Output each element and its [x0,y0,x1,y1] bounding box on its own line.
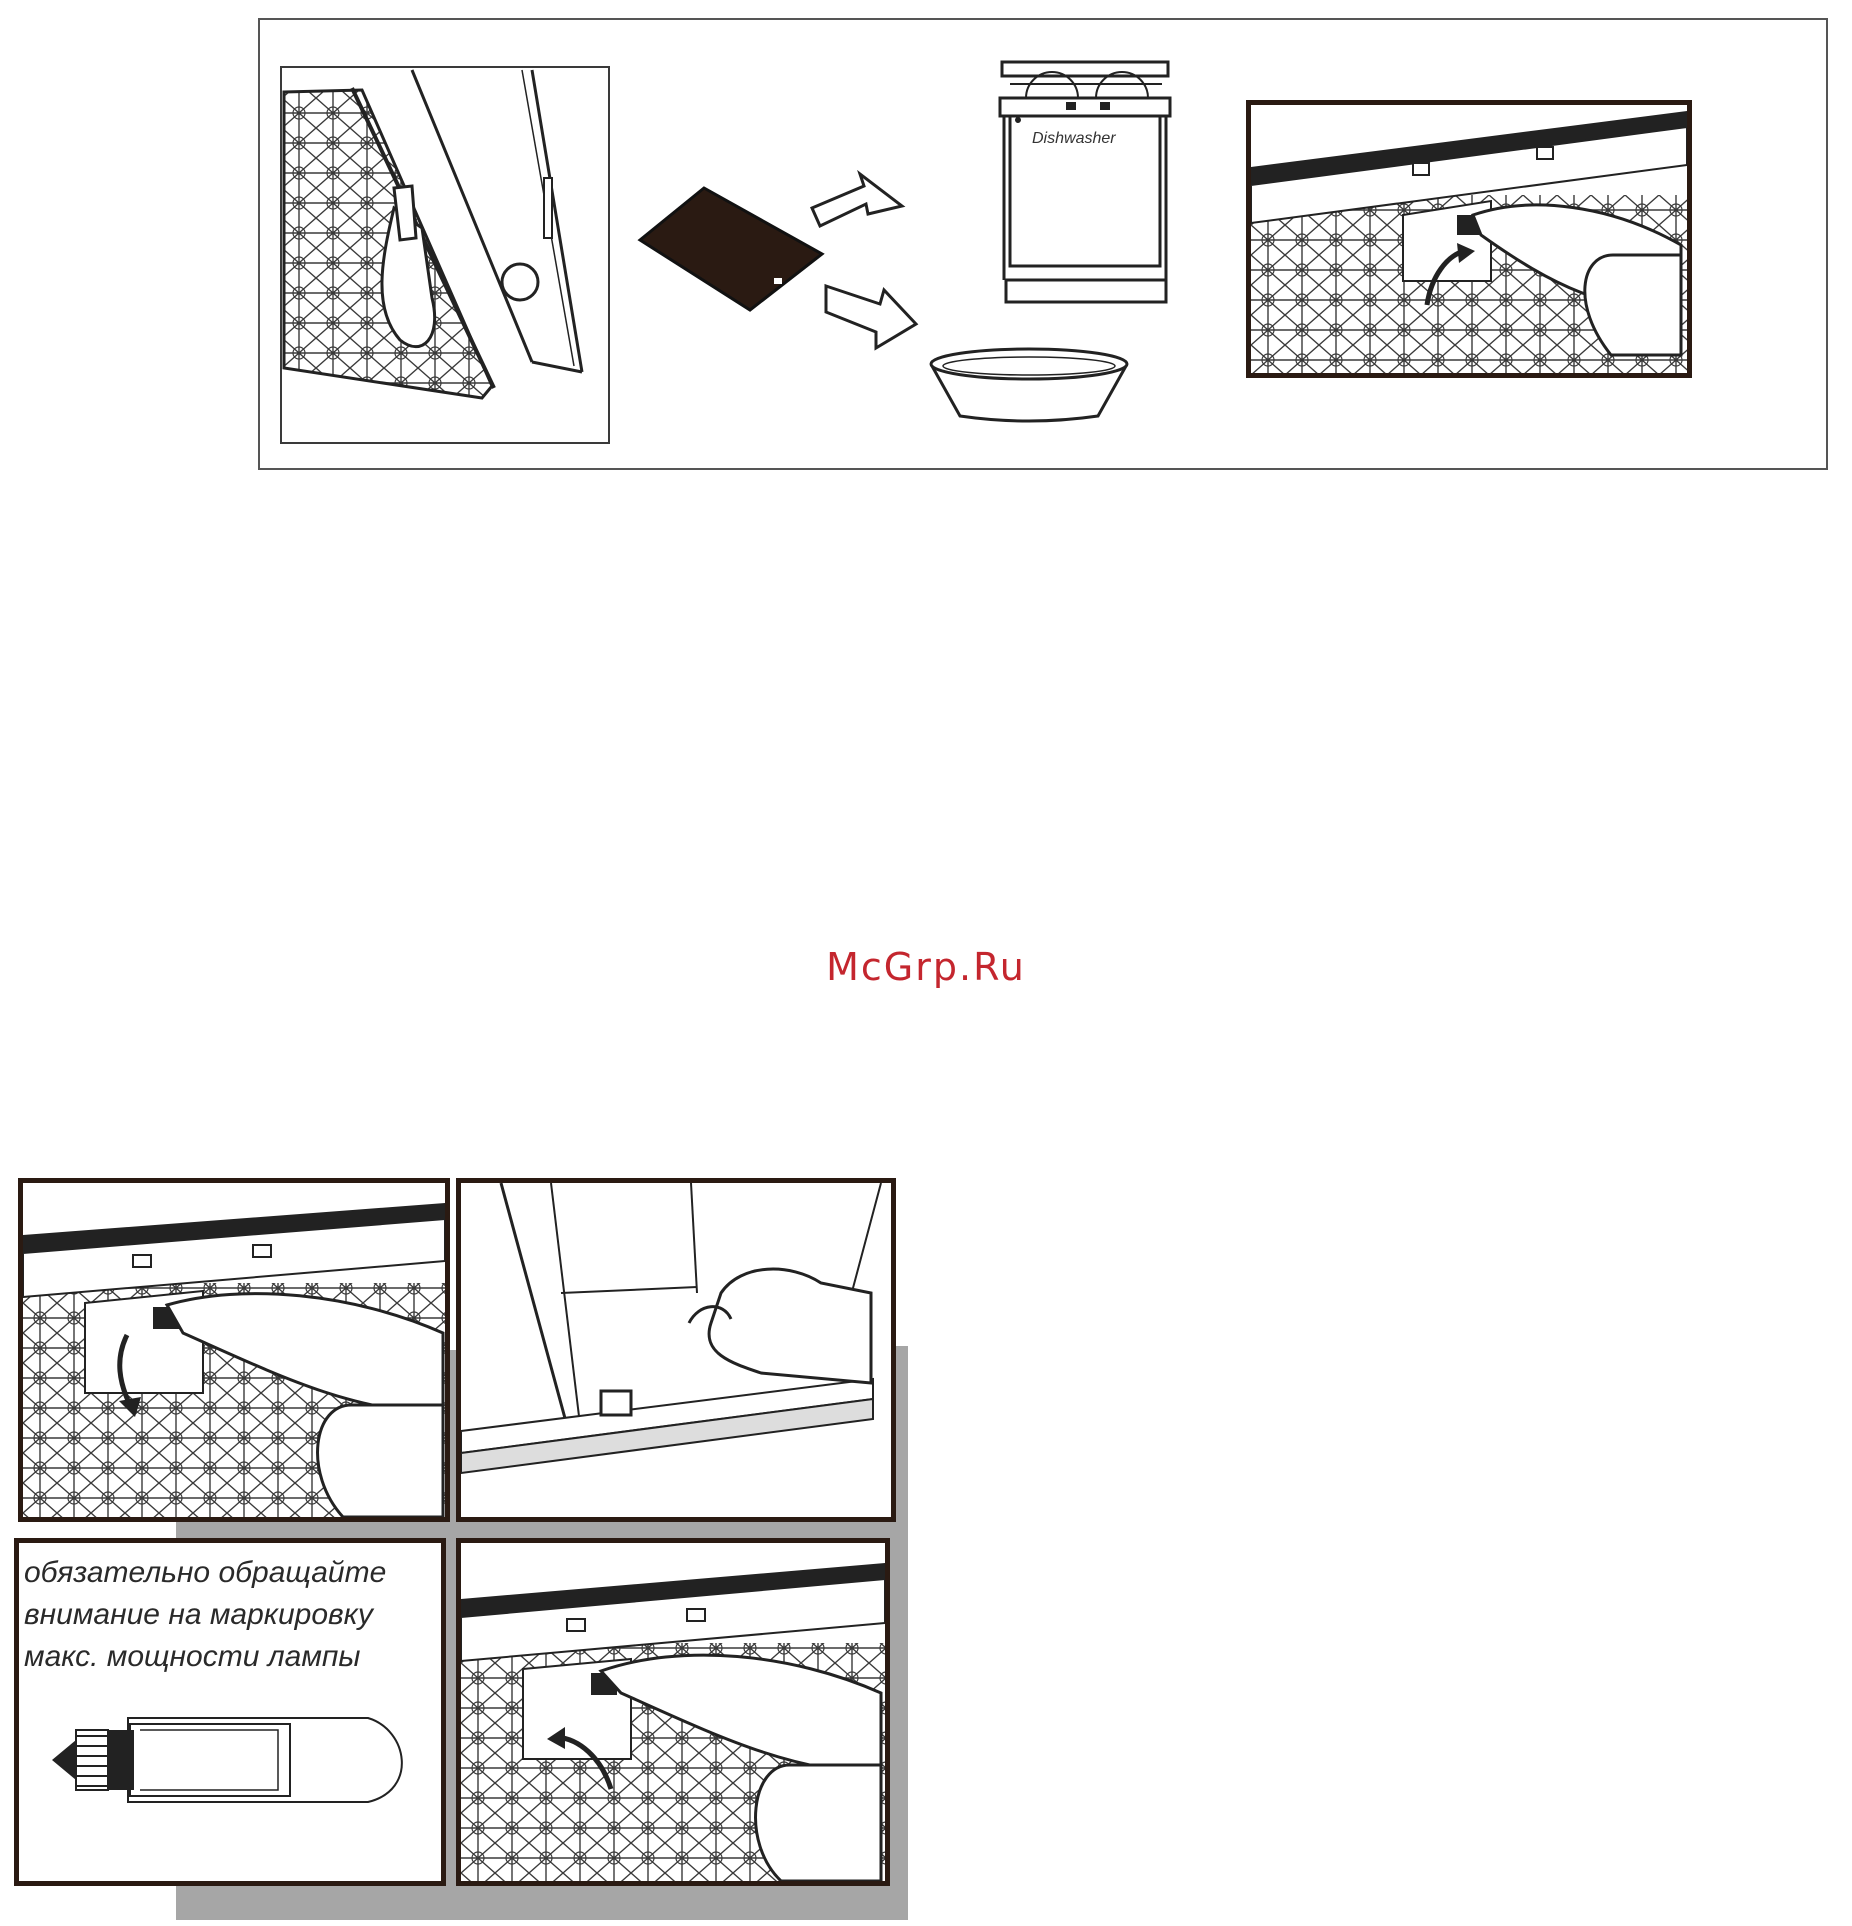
filter-insert-panel [1246,100,1692,378]
lamp-cover-install-illustration [461,1543,885,1881]
lamp-cover-install-panel [456,1538,890,1886]
lamp-warning-line-3: макс. мощности лампы [24,1636,434,1678]
watermark: McGrp.Ru [0,945,1852,989]
filter-removal-panel [280,66,610,444]
lamp-cover-removal-panel [18,1178,450,1522]
filter-insert-illustration [1251,105,1687,373]
arrow-up-right-icon [808,166,908,236]
lamp-warning-line-2: внимание на маркировку [24,1594,434,1636]
lamp-cover-removal-illustration [23,1183,445,1517]
lamp-access-illustration [461,1183,891,1517]
lamp-warning-line-1: обязательно обращайте [24,1552,434,1594]
candle-bulb-icon [48,1700,418,1820]
lamp-access-panel [456,1178,896,1522]
lamp-warning-text: обязательно обращайте внимание на маркир… [24,1552,434,1678]
arrow-down-right-icon [820,278,920,358]
filter-removal-illustration [282,68,608,442]
dishwasher-label: Dishwasher [1032,130,1116,148]
wash-basin-icon [926,344,1132,424]
dishwasher-icon [996,58,1176,306]
filter-pad-icon [636,184,826,314]
